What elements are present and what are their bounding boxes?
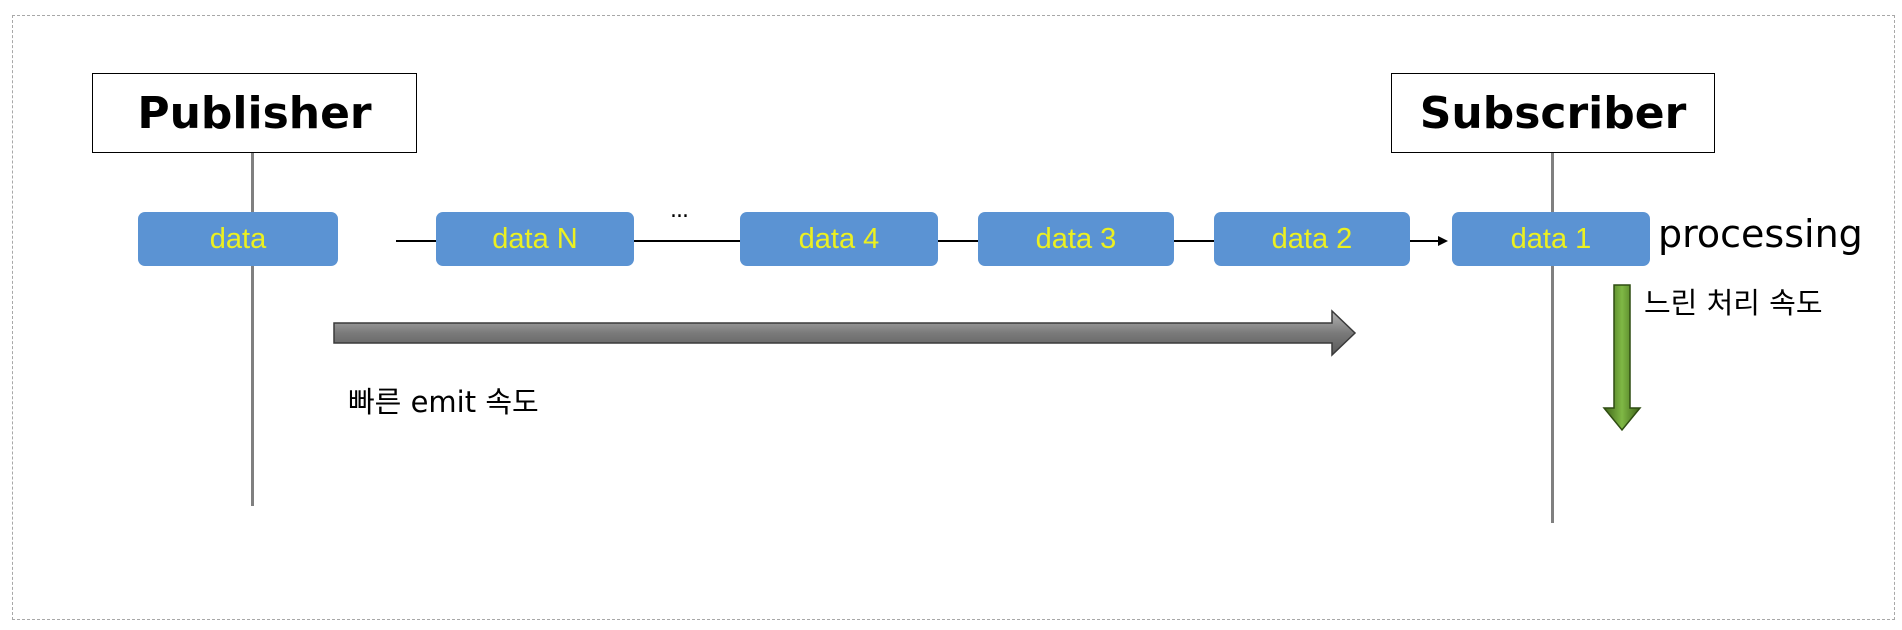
data-item-label: data N bbox=[492, 222, 578, 255]
slow-processing-label: 느린 처리 속도 bbox=[1644, 286, 1823, 320]
data-item-1: data 1 bbox=[1452, 212, 1650, 266]
data-item-4: data 4 bbox=[740, 212, 938, 266]
connector-line bbox=[396, 240, 436, 242]
processing-label: processing bbox=[1658, 212, 1863, 256]
arrow-into-data-1 bbox=[1410, 236, 1448, 246]
connector-line bbox=[1174, 240, 1214, 242]
data-item-label: data bbox=[209, 222, 267, 255]
subscriber-lifeline bbox=[1551, 152, 1554, 523]
diagram-frame bbox=[12, 15, 1895, 620]
connector-line bbox=[938, 240, 978, 242]
publisher-box: Publisher bbox=[92, 73, 417, 153]
publisher-label: Publisher bbox=[137, 87, 372, 139]
publisher-lifeline bbox=[251, 152, 254, 506]
connector-line bbox=[634, 240, 740, 242]
data-item-label: data 4 bbox=[798, 222, 880, 255]
data-item-2: data 2 bbox=[1214, 212, 1410, 266]
data-item-label: data 2 bbox=[1271, 222, 1353, 255]
fast-emit-arrow bbox=[333, 309, 1357, 357]
data-item-emitted: data bbox=[138, 212, 338, 266]
slow-processing-arrow bbox=[1602, 284, 1642, 432]
subscriber-box: Subscriber bbox=[1391, 73, 1715, 153]
data-item-3: data 3 bbox=[978, 212, 1174, 266]
data-item-n: data N bbox=[436, 212, 634, 266]
data-item-label: data 3 bbox=[1035, 222, 1117, 255]
subscriber-label: Subscriber bbox=[1419, 87, 1687, 139]
fast-emit-label: 빠른 emit 속도 bbox=[348, 385, 539, 419]
queue-ellipsis: ... bbox=[670, 198, 689, 223]
data-item-label: data 1 bbox=[1510, 222, 1592, 255]
